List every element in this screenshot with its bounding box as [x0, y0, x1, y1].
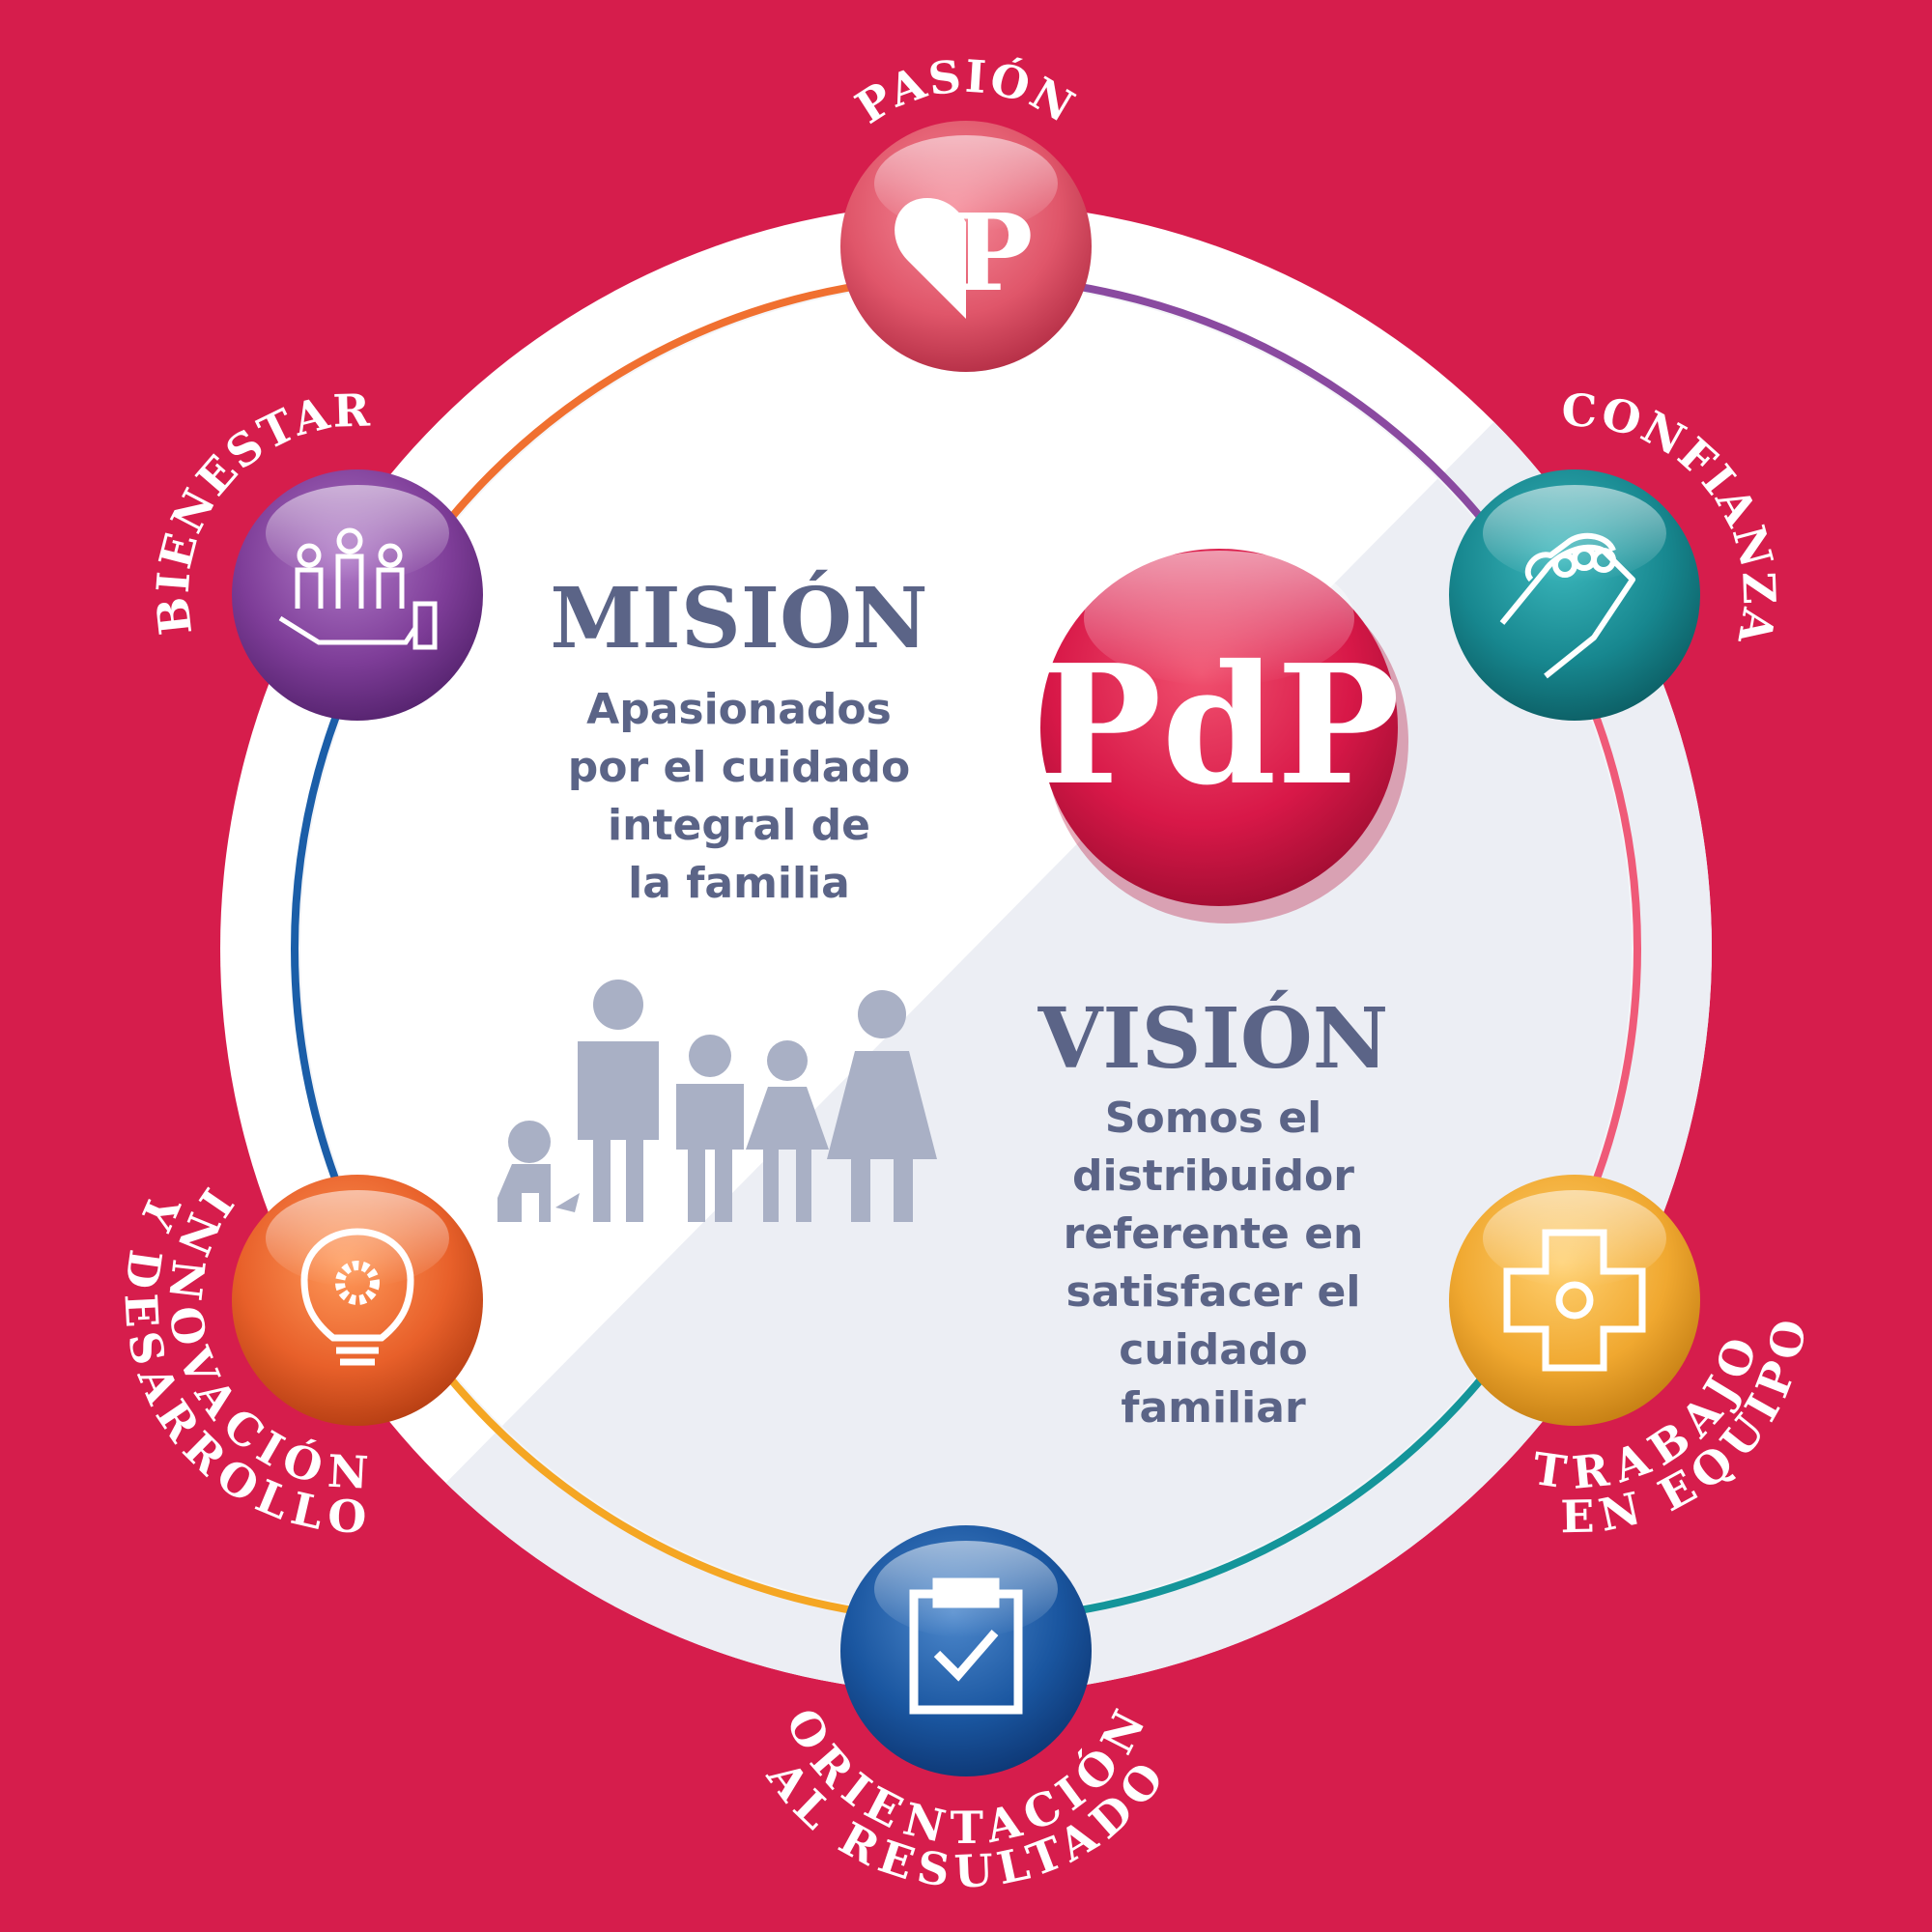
vision-line: referente en	[1063, 1209, 1364, 1259]
bubble-pasion: P	[840, 121, 1092, 372]
vision-line: distribuidor	[1072, 1151, 1354, 1201]
vision-title: VISIÓN	[1037, 990, 1389, 1088]
svg-text:P: P	[953, 190, 1034, 315]
vision-line: satisfacer el	[1065, 1267, 1361, 1317]
bubble-confianza	[1449, 469, 1700, 721]
pdp-logo: PdP	[1038, 549, 1408, 923]
mision-body: Apasionados por el cuidado integral de l…	[546, 681, 932, 913]
mision-title: MISIÓN	[550, 570, 928, 668]
mision-line: por el cuidado	[567, 743, 911, 792]
vision-line: familiar	[1121, 1383, 1306, 1433]
handshake-icon	[1499, 532, 1635, 679]
logo-text: PdP	[1038, 629, 1401, 822]
vision-body: Somos el distribuidor referente en satis…	[1020, 1090, 1406, 1437]
family-icon	[497, 980, 937, 1222]
mision-line: integral de	[608, 801, 870, 850]
vision-line: cuidado	[1119, 1325, 1308, 1375]
vision-line: Somos el	[1104, 1094, 1322, 1143]
hands-cross-icon	[1503, 1229, 1646, 1372]
bubble-orientacion	[840, 1525, 1092, 1776]
heart-p-icon: P	[895, 190, 1033, 319]
bubble-bienestar	[232, 469, 483, 721]
disc-lower-half	[220, 203, 1712, 1694]
lightbulb-gear-icon	[300, 1228, 414, 1366]
mision-line: Apasionados	[586, 685, 892, 734]
bubble-trabajo-en-equipo	[1449, 1175, 1700, 1426]
mision-line: la familia	[628, 859, 850, 908]
bubble-innovacion	[232, 1175, 483, 1426]
clipboard-check-icon	[909, 1577, 1023, 1715]
people-hand-icon	[278, 527, 438, 650]
